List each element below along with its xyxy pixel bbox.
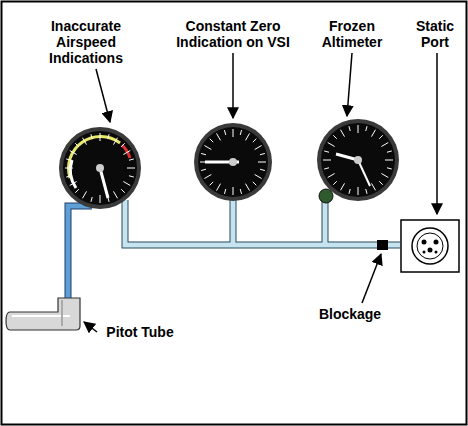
vertical-speed-indicator xyxy=(194,123,272,201)
callout-label: Blockage xyxy=(305,306,395,322)
altimeter-knob xyxy=(319,189,333,203)
callout-label: Inaccurate Airspeed Indications xyxy=(34,18,138,66)
callout-label: Constant Zero Indication on VSI xyxy=(158,18,308,50)
callout-label: Static Port xyxy=(406,18,464,50)
callout-label: Frozen Altimeter xyxy=(304,18,400,50)
static-port xyxy=(401,220,459,272)
leader-arrows xyxy=(84,53,437,332)
pitot-line xyxy=(68,206,92,300)
callout-label: Pitot Tube xyxy=(100,324,180,340)
blockage-plug xyxy=(377,240,388,250)
airspeed-indicator xyxy=(59,127,141,209)
pitot-tube xyxy=(6,298,80,330)
altimeter xyxy=(317,119,399,201)
